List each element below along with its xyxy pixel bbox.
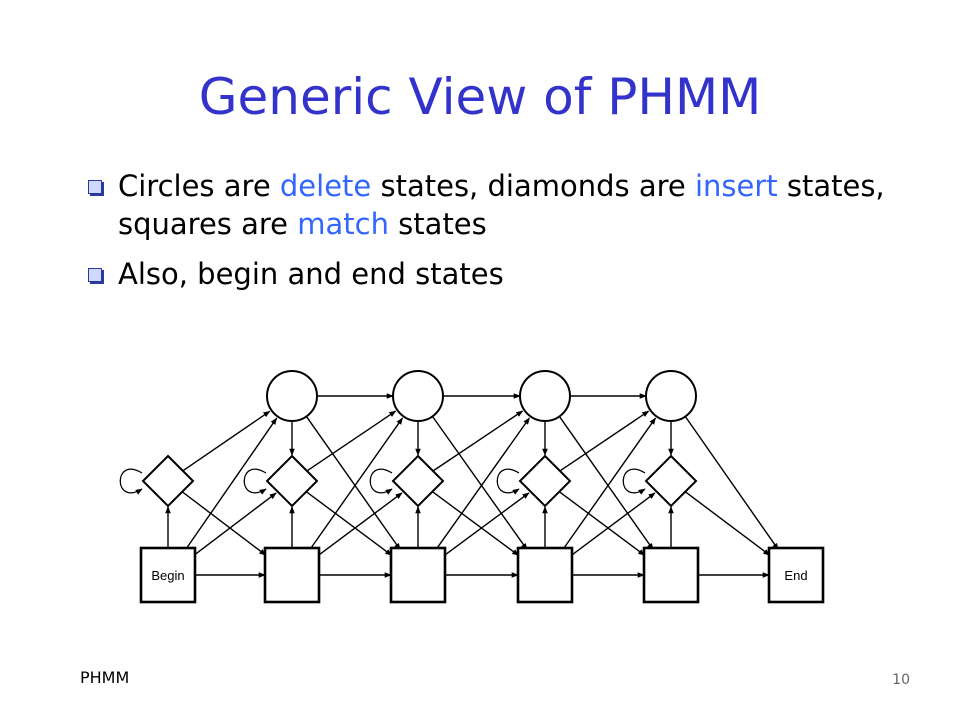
insert-state-node [265, 454, 319, 508]
match-state-node [263, 546, 321, 604]
match-state-node [389, 546, 447, 604]
delete-state-node [645, 370, 697, 422]
edge-match-delete [562, 417, 657, 551]
transition-edges [119, 393, 779, 578]
bullet-list: Circles are delete states, diamonds are … [88, 167, 918, 293]
bullet-text-part: Circles are [118, 169, 280, 203]
edge-insert-match [559, 491, 646, 556]
edge-insert-self-loop [119, 468, 143, 495]
edge-insert-match [684, 491, 771, 556]
state-nodes: Begin End [139, 370, 825, 604]
edge-match-insert-next [193, 492, 277, 556]
begin-state-node [139, 546, 197, 604]
edge-insert-match [181, 491, 267, 556]
edge-match-delete [435, 417, 530, 551]
bullet-item: Circles are delete states, diamonds are … [88, 167, 918, 243]
delete-state-node [519, 370, 571, 422]
page-number: 10 [892, 672, 910, 688]
edge-match-insert-next [571, 492, 656, 556]
end-label: End [784, 568, 807, 583]
bullet-marker-icon [88, 268, 102, 282]
bullet-highlight-match: match [297, 207, 389, 241]
bullet-marker-icon [88, 180, 102, 194]
edge-match-insert-next [444, 492, 530, 556]
insert-state-node [644, 454, 698, 508]
slide-title: Generic View of PHMM [198, 68, 762, 126]
edge-insert-delete [432, 410, 524, 472]
insert-state-node [518, 454, 572, 508]
edge-match-delete [309, 417, 404, 551]
edge-insert-delete [182, 410, 271, 472]
edge-insert-self-loop [496, 468, 520, 495]
bullet-highlight-insert: insert [694, 169, 778, 203]
insert-state-node [391, 454, 445, 508]
match-state-node [516, 546, 574, 604]
edge-delete-match [431, 415, 528, 551]
edge-delete-match [305, 416, 401, 551]
bullet-text-part: states, squares are [118, 169, 885, 241]
edge-delete-match [684, 416, 779, 551]
bullet-text-part: states [388, 207, 487, 241]
edge-insert-delete [559, 410, 650, 472]
end-state-node [767, 546, 825, 604]
footer-label: PHMM [80, 668, 130, 687]
bullet-text-part: states, diamonds are [371, 169, 695, 203]
edge-insert-self-loop [243, 468, 267, 495]
edge-delete-match [558, 416, 654, 551]
edge-insert-self-loop [622, 468, 646, 495]
edge-insert-match [306, 491, 393, 556]
edge-match-insert-next [318, 492, 403, 556]
match-state-node [642, 546, 700, 604]
delete-state-node [266, 370, 318, 422]
edge-match-delete [185, 417, 278, 550]
delete-state-node [392, 370, 444, 422]
bullet-text-part: Also, begin and end states [118, 257, 504, 291]
edge-insert-delete [306, 410, 397, 472]
begin-label: Begin [151, 568, 184, 583]
insert-state-node [141, 454, 195, 508]
bullet-highlight-delete: delete [279, 169, 372, 203]
bullet-item: Also, begin and end states [88, 255, 918, 293]
edge-insert-match [432, 491, 520, 556]
edge-insert-self-loop [369, 468, 393, 495]
